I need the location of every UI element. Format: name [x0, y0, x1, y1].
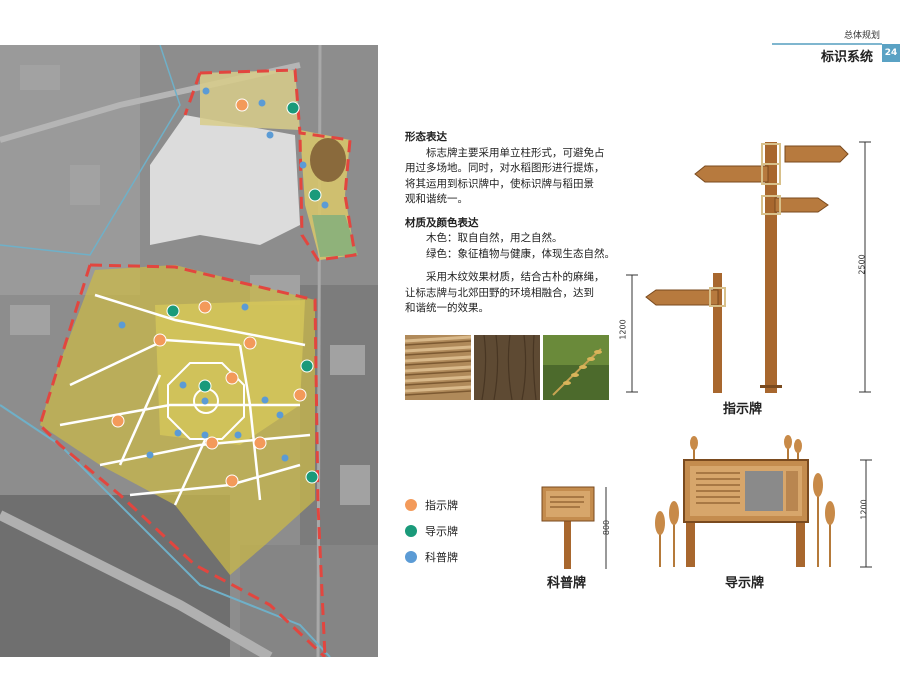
legend-dot-blue — [405, 551, 417, 563]
header-divider — [772, 43, 882, 45]
legend-item-science: 科普牌 — [405, 549, 525, 567]
texture-line-1: 采用木纹效果材质，结合古朴的麻绳， — [405, 271, 605, 283]
rice-plant-image — [543, 335, 609, 400]
legend-label: 导示牌 — [425, 525, 458, 538]
heading-material: 材质及颜色表达 — [405, 216, 479, 229]
page-title: 标识系统 — [821, 50, 874, 65]
site-map — [0, 44, 378, 662]
legend-label: 科普牌 — [425, 551, 458, 564]
rope-texture-swatch — [404, 335, 472, 400]
rice-plant-swatch — [543, 335, 609, 400]
guide-sign-drawing — [655, 435, 872, 568]
science-sign-drawing — [541, 486, 607, 569]
texture-line-3: 和谐统一的效果。 — [405, 302, 489, 314]
science-sign-height: 800 — [602, 519, 612, 536]
wood-texture-image — [474, 334, 540, 401]
legend-item-directional: 指示牌 — [405, 497, 525, 515]
section-label: 总体规划 — [843, 31, 880, 41]
guide-sign-height: 1200 — [859, 499, 869, 520]
legend-dot-orange — [405, 499, 417, 511]
texture-line-2: 让标志牌与北郊田野的环境相融合，达到 — [405, 286, 594, 299]
directional-sign-label: 指示牌 — [723, 402, 763, 417]
rope-texture-image — [404, 335, 472, 400]
legend-dot-teal — [405, 525, 417, 537]
form-line-2: 用过多场地。同时，对水稻图形进行提炼， — [405, 162, 605, 174]
description-text: 形态表达 标志牌主要采用单立柱形式，可避免占 用过多场地。同时，对水稻图形进行提… — [405, 130, 635, 317]
page-number-badge: 24 — [882, 44, 900, 62]
legend-label: 指示牌 — [425, 499, 458, 512]
guide-sign-label: 导示牌 — [725, 576, 765, 591]
short-post-height: 1200 — [618, 319, 628, 340]
material-green: 绿色：象征植物与健康，体现生态自然。 — [405, 247, 615, 260]
science-sign-label: 科普牌 — [547, 576, 587, 591]
form-line-3: 将其运用到标识牌中，使标识牌与稻田景 — [405, 177, 594, 190]
site-map-drawing — [0, 44, 378, 662]
form-line-4: 观和谐统一。 — [405, 193, 468, 205]
legend-item-guide: 导示牌 — [405, 523, 525, 541]
directional-sign-drawing — [626, 141, 871, 393]
tall-post-height: 2500 — [857, 254, 867, 275]
material-wood: 木色：取自自然，用之自然。 — [405, 232, 563, 244]
wood-texture-swatch — [474, 334, 540, 401]
heading-form: 形态表达 — [405, 131, 447, 143]
form-line-1: 标志牌主要采用单立柱形式，可避免占 — [405, 146, 605, 159]
